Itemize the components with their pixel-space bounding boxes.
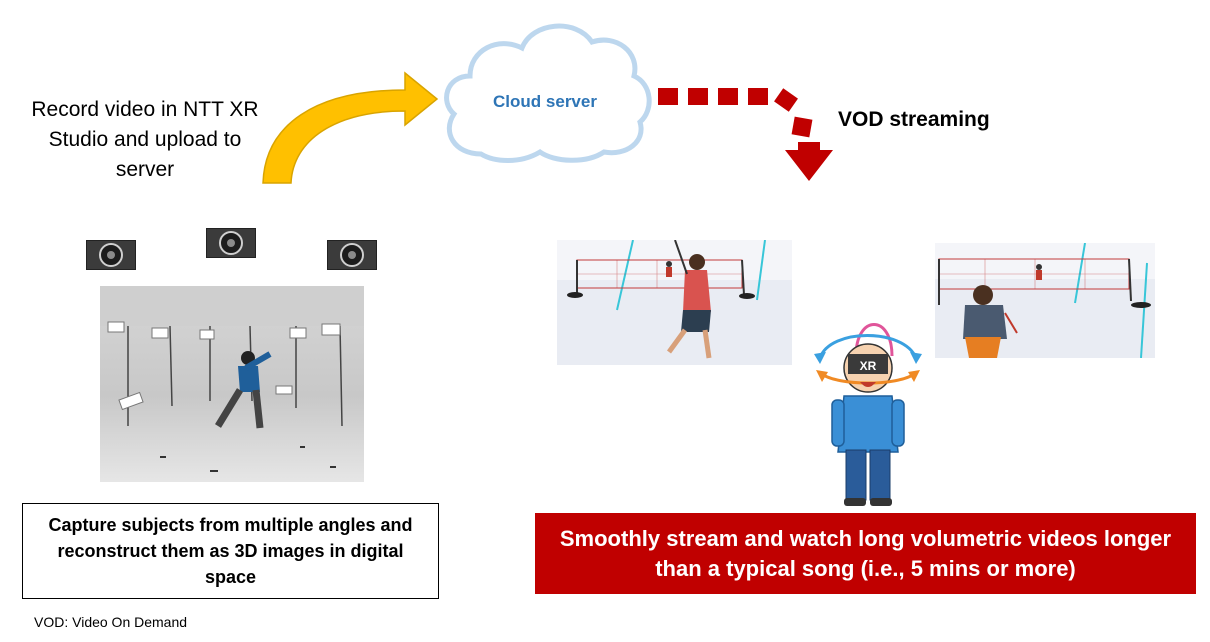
capture-description-box: Capture subjects from multiple angles an… [22,503,439,599]
streaming-description-box: Smoothly stream and watch long volumetri… [535,513,1196,594]
camera-icon [327,240,377,270]
upload-arrow-icon [255,65,445,185]
volumetric-scene-right [935,243,1155,358]
vr-viewer-icon: XR [808,312,928,512]
cloud-server-label: Cloud server [493,92,597,111]
cloud-icon [436,14,658,164]
volumetric-scene-left [557,240,792,365]
streaming-arrow-icon [650,80,840,190]
studio-photo [100,286,364,482]
camera-icon [206,228,256,258]
capture-description-text: Capture subjects from multiple angles an… [48,515,413,587]
vod-footnote: VOD: Video On Demand [34,614,188,630]
streaming-description-text: Smoothly stream and watch long volumetri… [559,525,1172,581]
vod-streaming-label: VOD streaming [838,108,990,131]
camera-icon [86,240,136,270]
record-upload-label: Record video in NTT XR Studio and upload… [31,98,259,181]
headset-label: XR [860,359,877,373]
